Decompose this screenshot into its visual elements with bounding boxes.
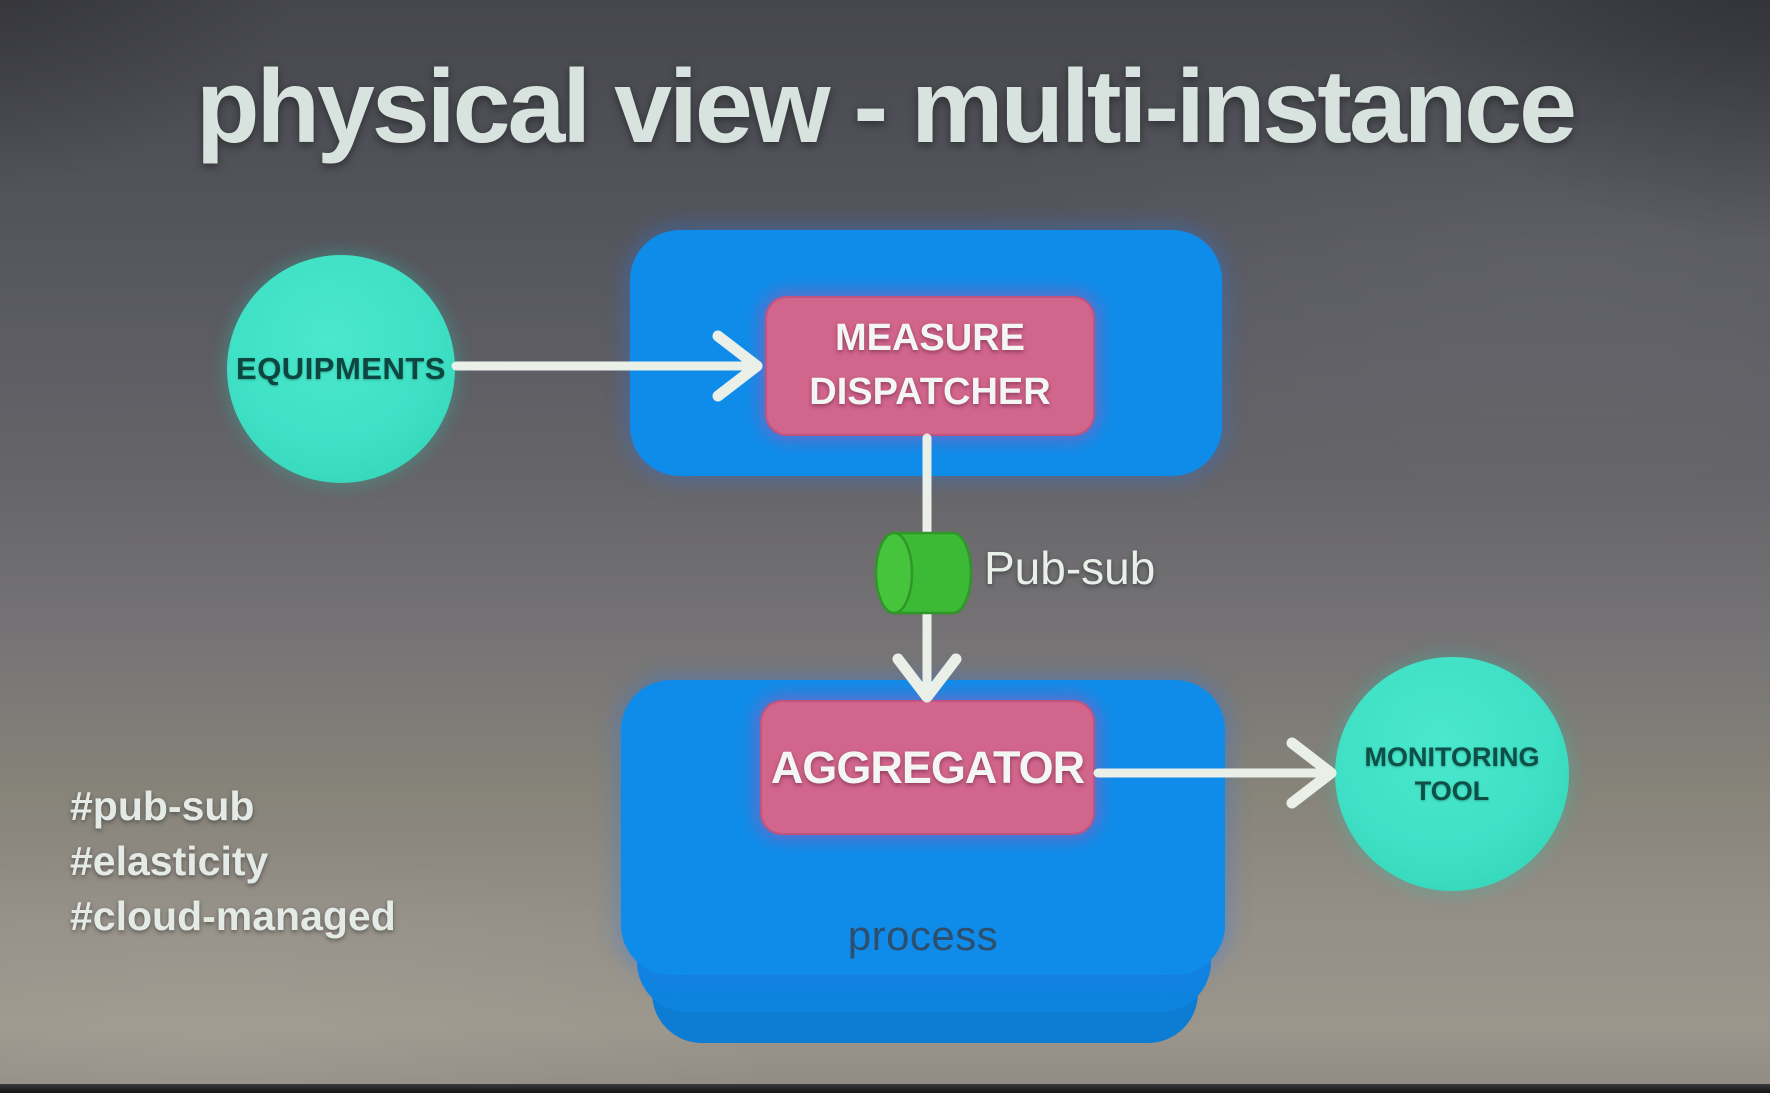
pubsub-label: Pub-sub [984,542,1156,594]
hashtag-cloud-managed: #cloud-managed [70,893,396,939]
monitoring-tool-label-line2: TOOL [1414,776,1490,806]
measure-dispatcher-label-line2: DISPATCHER [809,371,1051,413]
arrow-dispatcher-to-aggregator [892,433,962,703]
hashtag-elasticity: #elasticity [70,838,269,884]
monitoring-tool-label: MONITORING TOOL [1365,740,1540,808]
equipments-label: EQUIPMENTS [236,351,446,386]
pubsub-queue-icon [874,531,973,615]
hashtag-pub-sub: #pub-sub [70,783,255,829]
process-label: process [847,912,999,959]
hashtag-list: #pub-sub #elasticity #cloud-managed [70,779,396,944]
arrow-aggregator-to-monitoring [1093,737,1337,809]
measure-dispatcher-node: MEASURE DISPATCHER [765,296,1095,436]
equipments-node: EQUIPMENTS [227,255,455,483]
monitoring-tool-node: MONITORING TOOL [1335,657,1569,891]
measure-dispatcher-label-line1: MEASURE [834,317,1026,360]
aggregator-node: AGGREGATOR [760,700,1095,835]
photo-bottom-edge [0,1084,1770,1093]
monitoring-tool-label-line1: MONITORING [1364,741,1540,772]
page-title: physical view - multi-instance [196,49,1577,165]
aggregator-label: AGGREGATOR [770,741,1085,793]
arrow-equipments-to-dispatcher [451,330,763,402]
